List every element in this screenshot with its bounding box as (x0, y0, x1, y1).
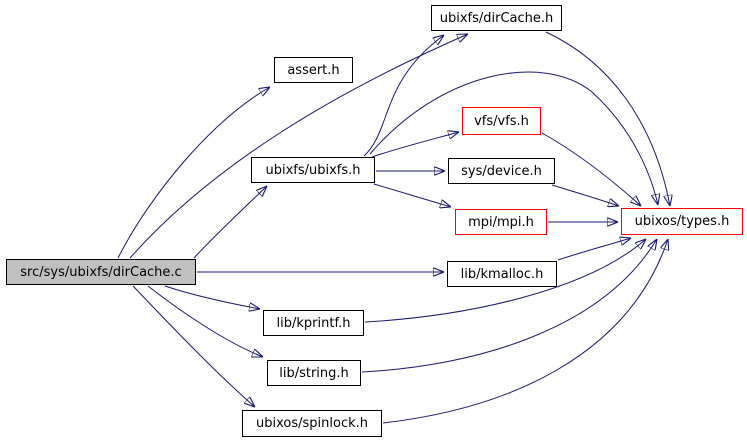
node-mpi-mpi-h[interactable]: mpi/mpi.h (455, 209, 547, 235)
edge-ubixfs-dircache-h-to-ubixos-types-h (545, 31, 670, 206)
edge-dircache-c-to-lib-string-h (147, 285, 263, 357)
edge-lib-kprintf-h-to-ubixos-types-h (364, 239, 646, 323)
node-lib-kprintf-h[interactable]: lib/kprintf.h (263, 310, 364, 336)
edge-lib-string-h-to-ubixos-types-h (361, 239, 657, 373)
edge-ubixfs-ubixfs-h-to-mpi-mpi-h (373, 183, 451, 207)
edge-ubixfs-ubixfs-h-to-ubixfs-dircache-h (363, 35, 444, 157)
edge-dircache-c-to-assert-h (117, 87, 270, 259)
node-vfs-vfs-h[interactable]: vfs/vfs.h (462, 107, 541, 135)
node-dircache-c: src/sys/ubixfs/dirCache.c (6, 259, 196, 285)
edge-dircache-c-to-lib-kprintf-h (164, 285, 260, 309)
node-sys-device-h[interactable]: sys/device.h (448, 158, 555, 184)
node-lib-kmalloc-h[interactable]: lib/kmalloc.h (447, 261, 557, 287)
node-assert-h[interactable]: assert.h (274, 57, 353, 83)
node-lib-string-h[interactable]: lib/string.h (267, 360, 361, 386)
node-ubixfs-ubixfs-h[interactable]: ubixfs/ubixfs.h (251, 157, 375, 183)
node-ubixos-spinlock-h[interactable]: ubixos/spinlock.h (242, 410, 382, 437)
edge-vfs-vfs-h-to-ubixos-types-h (541, 132, 641, 206)
edge-lib-kmalloc-h-to-ubixos-types-h (557, 238, 631, 261)
edge-dircache-c-to-ubixos-spinlock-h (132, 285, 255, 407)
node-ubixos-types-h[interactable]: ubixos/types.h (621, 208, 743, 235)
edge-sys-device-h-to-ubixos-types-h (551, 184, 619, 206)
edge-dircache-c-to-ubixfs-ubixfs-h (193, 186, 267, 259)
edge-ubixfs-ubixfs-h-to-vfs-vfs-h (371, 132, 459, 158)
edge-ubixos-spinlock-h-to-ubixos-types-h (382, 239, 668, 424)
edge-ubixfs-ubixfs-h-to-ubixos-types-h (369, 71, 658, 205)
edge-dircache-c-to-ubixfs-dircache-h (129, 34, 468, 259)
node-ubixfs-dircache-h[interactable]: ubixfs/dirCache.h (431, 5, 562, 31)
